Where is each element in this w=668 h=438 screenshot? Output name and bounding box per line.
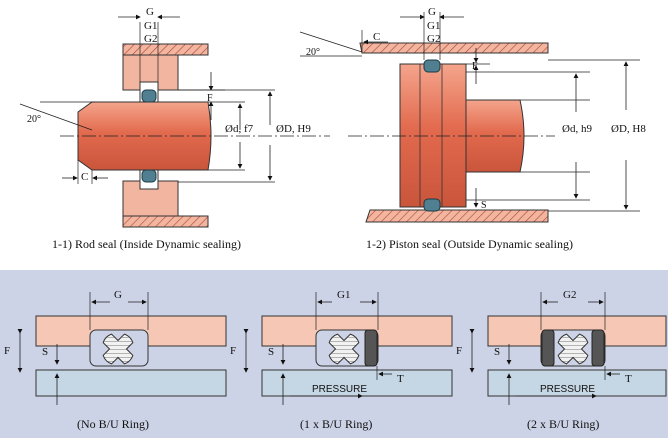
panel1-F-label: F <box>4 345 10 357</box>
piston-D-label: ØD, H8 <box>611 123 646 135</box>
rod-housing-hatch-upper <box>122 43 209 56</box>
rod-seal-lower <box>141 169 157 183</box>
rod-angle-label: 20° <box>27 114 41 125</box>
rod-G2-label: G2 <box>144 33 157 45</box>
piston-angle-label: 20° <box>306 47 320 58</box>
panel2-pressure-label: PRESSURE <box>312 384 367 395</box>
panel1-caption: (No B/U Ring) <box>77 417 149 431</box>
panel3-F-label: F <box>456 345 462 357</box>
piston-G1-label: G1 <box>427 20 440 32</box>
piston-F-label: F <box>472 61 478 72</box>
piston-body <box>399 63 467 208</box>
rod-d-label: Ød, f7 <box>225 123 254 135</box>
x-ring-seal-3 <box>557 333 589 365</box>
piston-caption: 1-2) Piston seal (Outside Dynamic sealin… <box>366 237 573 251</box>
piston-G-label: G <box>428 6 436 18</box>
rod-G-label: G <box>146 6 154 18</box>
panel1-S-label: S <box>42 346 48 358</box>
rod-C-label: C <box>81 171 88 183</box>
piston-seal-upper <box>423 59 441 73</box>
rod-seal-drawing: 20° G G1 G2 F Ød, f7 ØD, H9 C 1-1) Rod s… <box>19 6 330 251</box>
backup-ring-2a <box>541 329 555 367</box>
rod-caption: 1-1) Rod seal (Inside Dynamic sealing) <box>52 237 241 251</box>
panel3-T-label: T <box>625 373 632 385</box>
piston-seal-lower <box>423 198 441 212</box>
panel1-gap-label: G <box>114 289 122 301</box>
panel3-S-label: S <box>494 346 500 358</box>
piston-S-label: S <box>481 200 487 211</box>
panel2-gap-label: G1 <box>337 289 350 301</box>
x-ring-seal-1 <box>102 333 134 365</box>
panel-one-backup: G1 F S PRESSURE T (1 x B/U Ring) <box>230 289 453 431</box>
x-ring-seal-2 <box>328 333 360 365</box>
panel3-caption: (2 x B/U Ring) <box>527 417 599 431</box>
piston-d-label: Ød, h9 <box>562 123 592 135</box>
backup-ring-1 <box>364 329 378 367</box>
panel2-S-label: S <box>268 346 274 358</box>
piston-seal-drawing: 20° C G G1 G2 F S Ød, h9 ØD, H8 <box>299 6 646 251</box>
piston-bore-upper <box>359 42 549 54</box>
panel2-F-label: F <box>230 345 236 357</box>
panel2-caption: (1 x B/U Ring) <box>300 417 372 431</box>
piston-bore-lower <box>365 209 549 223</box>
backup-ring-2b <box>591 329 605 367</box>
panel-no-backup: G F S (No B/U Ring) <box>4 289 227 431</box>
rod-G1-label: G1 <box>144 20 157 32</box>
rod-seal-upper <box>141 89 157 103</box>
rod-F-label: F <box>207 93 213 104</box>
piston-G2-label: G2 <box>427 33 440 45</box>
rod-housing-hatch-lower <box>122 215 209 228</box>
panel2-T-label: T <box>397 373 404 385</box>
rod-D-label: ØD, H9 <box>276 123 311 135</box>
panel3-gap-label: G2 <box>563 289 576 301</box>
piston-C-label: C <box>373 31 380 43</box>
panel-two-backup: G2 F S PRESSURE T (2 x B/U Ring) <box>456 289 667 431</box>
panel3-pressure-label: PRESSURE <box>540 384 595 395</box>
